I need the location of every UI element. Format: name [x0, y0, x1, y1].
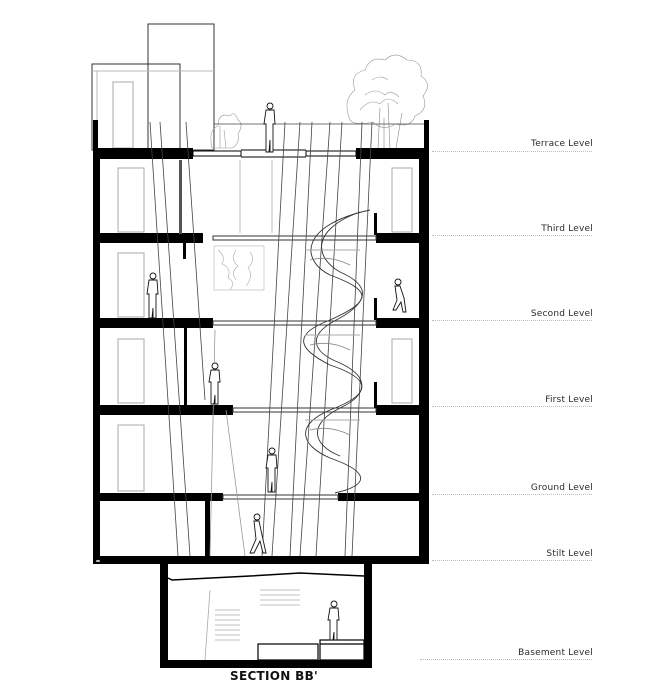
tree-vegetation — [210, 54, 428, 291]
basement-steps — [204, 589, 300, 661]
terrace-level-label: Terrace Level — [531, 139, 593, 149]
person-figure-first — [265, 447, 278, 493]
doors — [117, 167, 413, 492]
person-figure-third-right — [392, 278, 407, 313]
second-level-label: Second Level — [530, 309, 593, 319]
third-level-leader — [432, 235, 592, 236]
slanted-fins — [149, 121, 373, 557]
rooftop-structures — [91, 23, 215, 151]
first-level-label: First Level — [545, 395, 593, 405]
section-title: SECTION BB' — [230, 669, 318, 683]
basement-details — [95, 559, 365, 661]
interior-partitions — [179, 160, 377, 408]
human-figures — [146, 102, 407, 641]
third-level-label: Third Level — [541, 224, 593, 234]
terrace-level-leader — [432, 151, 592, 152]
person-figure-terrace — [263, 102, 276, 153]
slab-openings — [212, 235, 377, 500]
person-figure-basement — [327, 600, 340, 641]
person-figure-third-left — [146, 272, 159, 319]
floor-slabs — [93, 233, 429, 564]
person-figure-second — [208, 362, 221, 405]
second-level-leader — [432, 320, 592, 321]
first-level-leader — [432, 406, 592, 407]
basement-level-label: Basement Level — [518, 648, 593, 658]
person-figure-stilt — [249, 513, 267, 554]
ground-level-leader — [432, 494, 592, 495]
stilt-level-leader — [432, 560, 592, 561]
spiral-staircase — [303, 209, 371, 494]
ground-level-label: Ground Level — [530, 483, 593, 493]
outer-walls — [93, 148, 429, 668]
stilt-level-label: Stilt Level — [546, 549, 593, 559]
terrace-slab — [93, 120, 429, 159]
basement-level-leader — [420, 659, 592, 660]
